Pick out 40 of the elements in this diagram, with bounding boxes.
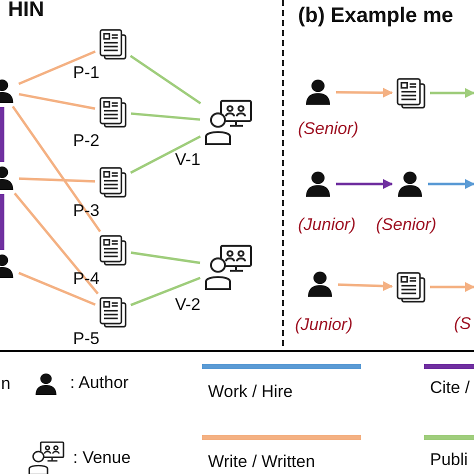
arrow xyxy=(430,88,474,98)
arrow xyxy=(336,179,393,189)
role-label: (Senior) xyxy=(376,215,436,235)
connector-line xyxy=(18,92,96,110)
text-fragment: n xyxy=(1,374,10,394)
node-label: P-1 xyxy=(73,63,100,83)
connector-line xyxy=(130,54,202,104)
legend-label: Cite / xyxy=(430,378,470,398)
connector-line xyxy=(130,135,201,174)
arrow xyxy=(430,282,474,292)
legend-label: : Venue xyxy=(73,448,131,468)
connector-line xyxy=(130,112,200,121)
node-label: P-2 xyxy=(73,131,100,151)
node-label: V-1 xyxy=(175,150,201,170)
legend-label: Write / Written xyxy=(208,452,316,472)
role-label: (Junior) xyxy=(295,315,353,335)
connector-line xyxy=(0,107,4,162)
panel-title: HIN xyxy=(8,0,44,22)
node-label: V-2 xyxy=(175,295,201,315)
arrow xyxy=(428,179,474,189)
connector-line xyxy=(130,276,201,306)
node-label: P-3 xyxy=(73,201,100,221)
role-label: (Junior) xyxy=(298,215,356,235)
arrow xyxy=(336,88,393,98)
connector-line xyxy=(12,106,102,232)
node-label: P-5 xyxy=(73,329,100,349)
legend-label: Work / Hire xyxy=(208,382,293,402)
panel-title: (b) Example me xyxy=(298,4,454,28)
legend-label: : Author xyxy=(70,373,129,393)
connector-line xyxy=(18,177,96,183)
arrow xyxy=(338,281,393,292)
role-label: (S xyxy=(454,314,471,334)
connector-line xyxy=(14,192,99,294)
connector-line xyxy=(0,194,4,250)
legend-label: Publi xyxy=(430,450,468,470)
connector-line xyxy=(130,251,200,264)
connector-line xyxy=(18,50,96,86)
role-label: (Senior) xyxy=(298,119,358,139)
node-label: P-4 xyxy=(73,269,100,289)
connector-line xyxy=(18,272,96,306)
